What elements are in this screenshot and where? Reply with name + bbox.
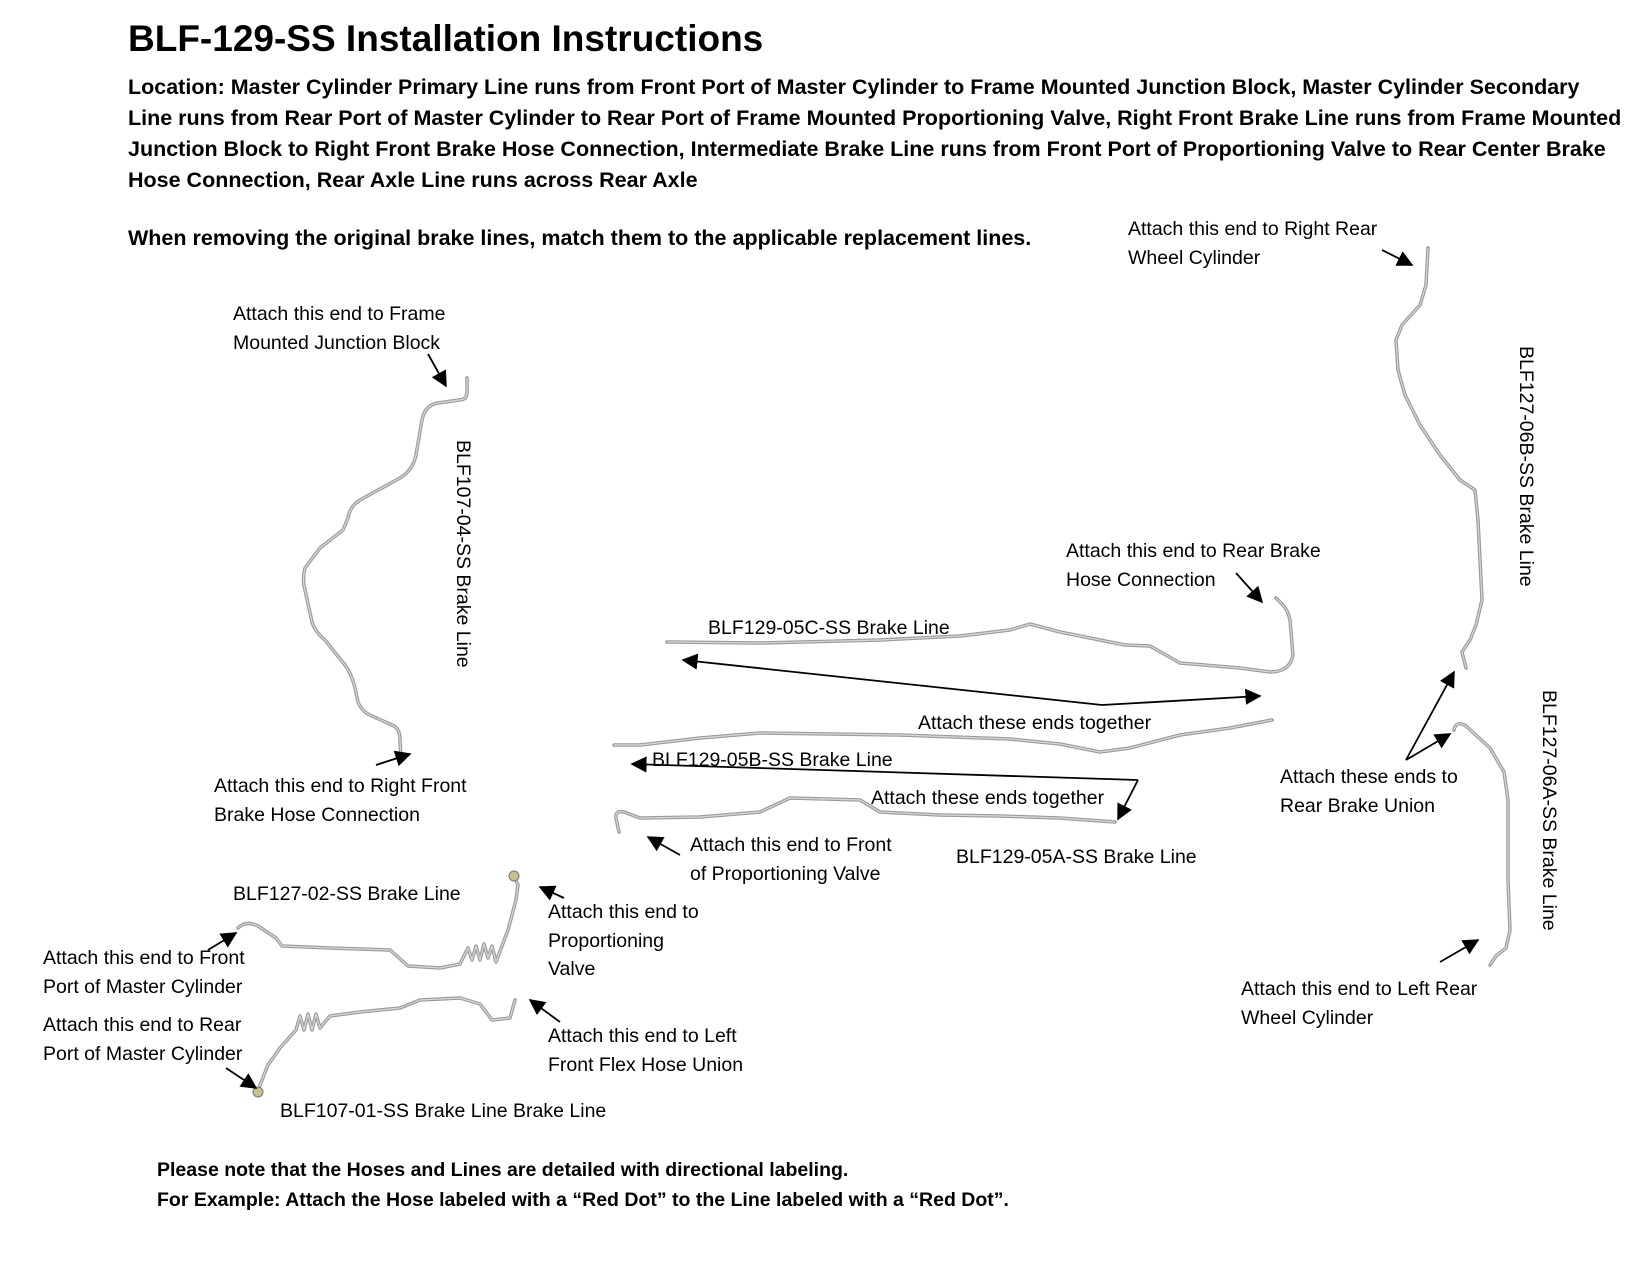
match-note: When removing the original brake lines, … [128, 226, 1032, 250]
page-title: BLF-129-SS Installation Instructions [128, 18, 764, 59]
arrow-together-1-left [681, 653, 1103, 706]
arrow-front-prop-valve [646, 836, 681, 856]
label-blf129-05c: BLF129-05C-SS Brake Line [708, 617, 950, 639]
line-blf129-05b [612, 718, 1274, 754]
arrow-together-1-right [1101, 688, 1262, 706]
label-blf107-04: BLF107-04-SS Brake Line [452, 440, 474, 668]
arrow-rear-port-mc [225, 1067, 258, 1089]
pointer-arrows [207, 249, 1480, 1089]
arrow-frame-junction [427, 353, 447, 388]
line-blf129-05a [614, 796, 1117, 834]
label-attach-together-1: Attach these ends together [918, 712, 1152, 734]
line-blf127-02 [236, 870, 520, 970]
location-description: Location: Master Cylinder Primary Line r… [128, 75, 1622, 192]
arrow-rear-union-right [1405, 733, 1452, 761]
arrow-prop-valve [538, 885, 565, 901]
line-blf127-06a [1452, 722, 1512, 967]
label-blf127-06b: BLF127-06B-SS Brake Line [1515, 346, 1537, 587]
arrow-left-front-flex [528, 999, 561, 1023]
line-blf107-04 [301, 376, 469, 762]
label-blf129-05b: BLF129-05B-SS Brake Line [652, 749, 893, 771]
arrow-right-front-hose [375, 750, 412, 767]
arrow-right-rear-wheel [1381, 249, 1414, 266]
label-blf107-01: BLF107-01-SS Brake Line Brake Line [280, 1100, 607, 1122]
line-blf107-01 [252, 996, 517, 1098]
label-attach-together-2: Attach these ends together [871, 787, 1105, 809]
label-blf129-05a: BLF129-05A-SS Brake Line [956, 846, 1197, 868]
line-blf127-06b [1394, 246, 1484, 670]
line-blf129-05c [665, 596, 1295, 674]
footer-note: Please note that the Hoses and Lines are… [157, 1155, 1009, 1215]
label-blf127-02: BLF127-02-SS Brake Line [233, 883, 461, 905]
arrow-rear-union-up [1405, 670, 1455, 761]
arrow-left-rear-wheel [1439, 939, 1480, 963]
arrow-rear-brake-hose [1235, 572, 1264, 604]
arrow-together-2-right [1117, 779, 1139, 821]
arrow-together-2-left [630, 756, 1139, 781]
label-blf127-06a: BLF127-06A-SS Brake Line [1538, 690, 1560, 931]
footer-line-2: For Example: Attach the Hose labeled wit… [157, 1189, 1009, 1211]
arrow-front-port-mc [207, 932, 238, 951]
footer-line-1: Please note that the Hoses and Lines are… [157, 1159, 849, 1181]
